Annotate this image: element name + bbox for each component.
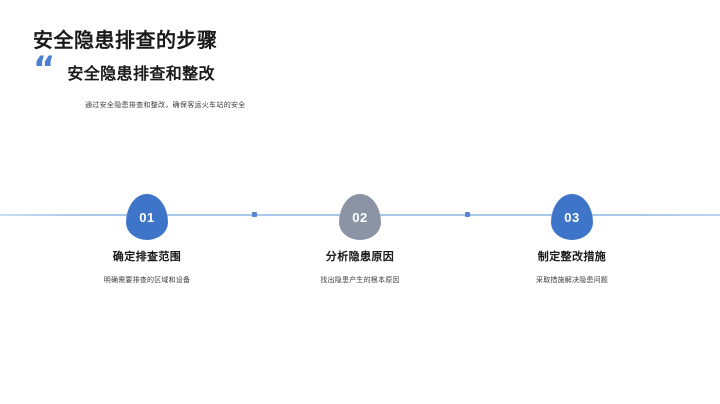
- step-number-label: 03: [564, 209, 580, 225]
- step-number-label: 02: [352, 209, 368, 225]
- timeline-step-text-03: 制定整改措施 采取措施解决隐患问题: [472, 248, 672, 285]
- timeline-connector-dot: [465, 212, 470, 217]
- step-description: 采取措施解决隐患问题: [536, 277, 608, 284]
- step-label: 确定排查范围: [112, 251, 182, 263]
- timeline-step-text-02: 分析隐患原因 找出隐患产生的根本原因: [260, 248, 460, 285]
- quote-heading-row: “ 安全隐患排查和整改: [33, 49, 215, 89]
- timeline-step-marker-03[interactable]: 03: [551, 194, 593, 240]
- step-description: 明确需要排查的区域和设备: [103, 277, 191, 284]
- timeline-step-marker-02[interactable]: 02: [339, 194, 381, 240]
- section-heading: 安全隐患排查和整改: [67, 66, 215, 83]
- timeline-step-text-01: 确定排查范围 明确需要排查的区域和设备: [47, 248, 247, 285]
- step-number-label: 01: [139, 209, 155, 225]
- timeline-step-marker-01[interactable]: 01: [126, 194, 168, 240]
- timeline-connector-dot: [252, 212, 257, 217]
- page-title: 安全隐患排查的步骤: [33, 30, 218, 52]
- step-description: 找出隐患产生的根本原因: [320, 277, 400, 284]
- slide-subtitle: 通过安全隐患排查和整改，确保客运火车站的安全: [85, 102, 246, 109]
- quote-mark-icon: “: [33, 49, 56, 89]
- step-label: 制定整改措施: [537, 251, 607, 263]
- timeline: 01 02 03 确定排查范围 明确需要排查的区域和设备 分析隐患原因 找出隐患…: [0, 180, 720, 310]
- step-label: 分析隐患原因: [325, 251, 395, 263]
